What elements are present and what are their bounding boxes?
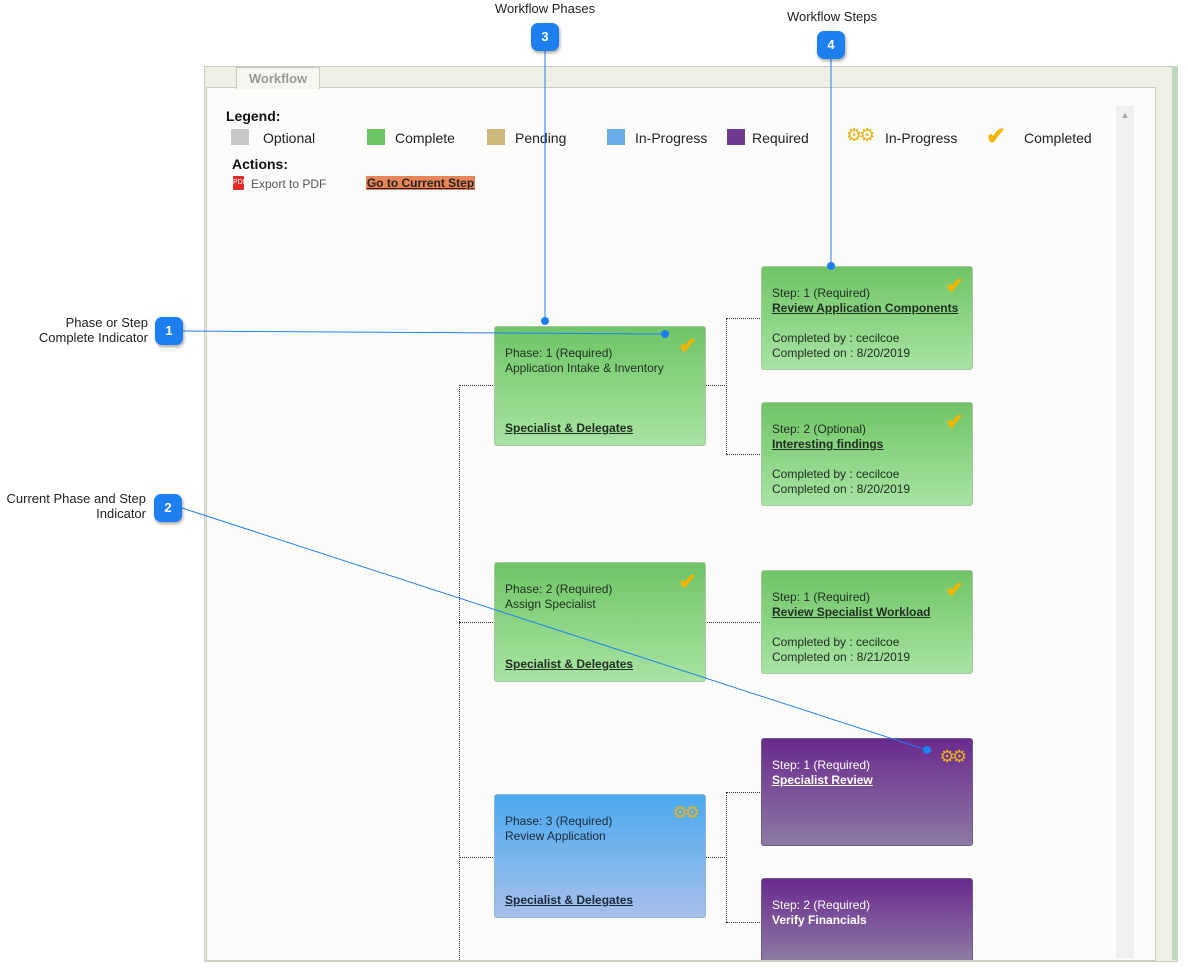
phase-card-2[interactable]: Phase: 2 (Required) Assign Specialist ✔ … [494,562,706,682]
legend-label-gears-in-progress: In-Progress [885,130,958,146]
callout-1-text: Phase or Step Complete Indicator [38,315,148,345]
phase-card-3[interactable]: Phase: 3 (Required) Review Application ⚙… [494,794,706,918]
step-completed-on: Completed on : 8/20/2019 [772,482,911,496]
callout-1-line [181,330,666,335]
vertical-scrollbar[interactable] [1116,106,1134,958]
pdf-icon[interactable]: PDF [233,176,247,190]
go-to-current-step-button[interactable]: Go to Current Step [366,176,475,190]
phase2-connector [459,622,495,623]
step-header: Step: 1 (Required) [772,758,871,772]
callout-4-dot [827,262,835,270]
legend-swatch-required [727,129,745,145]
phase-name: Assign Specialist [505,597,596,611]
phase3-connector [459,857,495,858]
tab-workflow[interactable]: Workflow [236,67,320,89]
step-card-phase3-step1[interactable]: Step: 1 (Required) Specialist Review ⚙⚙ [761,738,973,846]
callout-badge-4: 4 [817,31,845,59]
callout-3-dot [541,317,549,325]
legend-swatch-optional [231,129,249,145]
check-icon: ✔ [945,577,964,602]
legend-label-required: Required [752,130,809,146]
phase2-step1-connector [705,622,762,623]
phase-assignee-link[interactable]: Specialist & Delegates [505,421,634,435]
phase1-connector [459,385,495,386]
phase1-step1-connector [726,318,762,319]
gears-icon: ⚙⚙ [672,803,701,822]
callout-2-dot [923,746,931,754]
callout-badge-2: 2 [154,494,182,522]
phase3-step2-connector [726,922,762,923]
step-header: Step: 2 (Required) [772,898,871,912]
step-completed-on: Completed on : 8/20/2019 [772,346,911,360]
window-right-border [1172,66,1178,960]
phase-assignee-link[interactable]: Specialist & Delegates [505,657,634,671]
legend-swatch-in-progress [607,129,625,145]
phase3-step-trunk [726,792,727,922]
legend-label-pending: Pending [515,130,567,146]
gears-icon: ⚙⚙ [846,125,875,145]
phase-assignee-link[interactable]: Specialist & Delegates [505,893,634,907]
callout-2-line [181,507,928,751]
step-card-phase1-step1[interactable]: Step: 1 (Required) Review Application Co… [761,266,973,370]
check-icon: ✔ [945,273,964,298]
export-pdf-link[interactable]: Export to PDF [251,177,327,191]
phase-trunk-line [459,385,460,960]
callout-3-text: Workflow Phases [494,1,596,16]
step-completed-by: Completed by : cecilcoe [772,467,900,481]
step-title-link[interactable]: Interesting findings [772,437,884,451]
step-title-link[interactable]: Review Specialist Workload [772,605,931,619]
callout-1-dot [661,330,669,338]
step-card-phase2-step1[interactable]: Step: 1 (Required) Review Specialist Wor… [761,570,973,674]
callout-badge-1: 1 [155,317,183,345]
legend-title: Legend: [226,108,281,124]
actions-title: Actions: [232,156,288,172]
step-header: Step: 1 (Required) [772,590,871,604]
phase3-step-connector [705,857,727,858]
step-header: Step: 2 (Optional) [772,422,867,436]
phase1-step-trunk [726,318,727,454]
step-completed-on: Completed on : 8/21/2019 [772,650,911,664]
legend-swatch-complete [367,129,385,145]
phase-name: Application Intake & Inventory [505,361,664,375]
callout-4-text: Workflow Steps [786,9,878,24]
phase-header: Phase: 2 (Required) [505,582,613,596]
scroll-up-arrow-icon[interactable]: ▲ [1120,110,1130,120]
legend-label-complete: Complete [395,130,455,146]
step-completed-by: Completed by : cecilcoe [772,635,900,649]
phase-name: Review Application [505,829,606,843]
legend-label-optional: Optional [263,130,316,146]
phase-header: Phase: 3 (Required) [505,814,613,828]
step-title-link[interactable]: Specialist Review [772,773,873,787]
phase1-step-connector [705,385,727,386]
legend-swatch-pending [487,129,505,145]
callout-badge-3: 3 [531,23,559,51]
check-icon: ✔ [945,409,964,434]
legend-label-in-progress: In-Progress [635,130,708,146]
check-icon: ✔ [678,333,697,358]
check-icon: ✔ [986,123,1007,150]
step-header: Step: 1 (Required) [772,286,871,300]
phase-card-1[interactable]: Phase: 1 (Required) Application Intake &… [494,326,706,446]
phase-header: Phase: 1 (Required) [505,346,613,360]
callout-2-text: Current Phase and Step Indicator [6,491,146,521]
step-completed-by: Completed by : cecilcoe [772,331,900,345]
step-title-link[interactable]: Review Application Components [772,301,959,315]
phase3-step1-connector [726,792,762,793]
step-card-phase3-step2[interactable]: Step: 2 (Required) Verify Financials [761,878,973,960]
gears-icon: ⚙⚙ [939,747,968,766]
phase1-step2-connector [726,454,762,455]
step-card-phase1-step2[interactable]: Step: 2 (Optional) Interesting findings … [761,402,973,506]
legend-label-completed: Completed [1024,130,1092,146]
check-icon: ✔ [678,569,697,594]
step-title: Verify Financials [772,913,867,927]
